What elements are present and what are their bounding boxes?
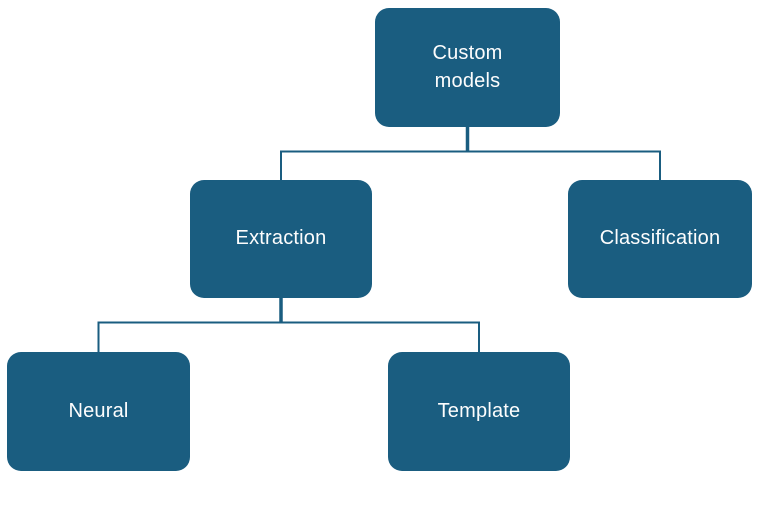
- node-label-classification: Classification: [599, 227, 721, 250]
- node-label-neural: Neural: [68, 399, 129, 422]
- node-label-custom-models: Custom models: [432, 41, 503, 92]
- node-label-extraction: Extraction: [235, 227, 327, 250]
- connector-edge-extraction-neural-template: [97, 321, 480, 352]
- node-custom-models: Custom models: [375, 8, 560, 127]
- connector-edge-custom-models-extraction: [280, 150, 661, 180]
- node-label-template: Template: [437, 399, 521, 422]
- node-neural: Neural: [7, 352, 190, 471]
- node-extraction: Extraction: [190, 180, 372, 298]
- node-template: Template: [388, 352, 570, 471]
- node-classification: Classification: [568, 180, 752, 298]
